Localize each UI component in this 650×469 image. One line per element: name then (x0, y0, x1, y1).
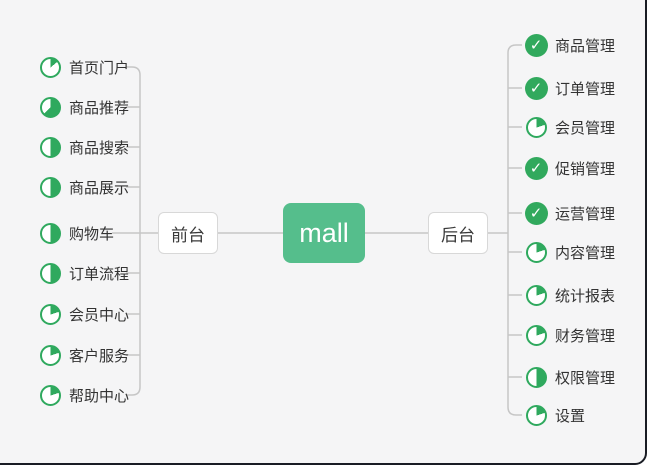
topic-label: 会员中心 (69, 306, 130, 324)
topic-label: 运营管理 (555, 205, 616, 223)
progress-pie-icon (38, 95, 62, 119)
mindmap-topic[interactable]: 财务管理 (524, 323, 615, 347)
progress-pie-icon (38, 343, 62, 367)
mindmap-topic[interactable]: 权限管理 (524, 365, 615, 389)
branch-node-label: 前台 (171, 225, 205, 245)
mindmap-topic[interactable]: 购物车 (38, 221, 114, 245)
check-icon (524, 76, 548, 100)
branch-node-frontend[interactable]: 前台 (158, 212, 218, 254)
progress-pie-icon (38, 302, 62, 326)
branch-node-backend[interactable]: 后台 (428, 212, 488, 254)
mindmap-topic[interactable]: 帮助中心 (38, 383, 129, 407)
progress-pie-icon (524, 115, 548, 139)
progress-pie-icon (38, 383, 62, 407)
mindmap-topic[interactable]: 会员中心 (38, 302, 129, 326)
topic-label: 客户服务 (69, 347, 130, 365)
mindmap-topic[interactable]: 商品管理 (524, 33, 615, 57)
mindmap-topic[interactable]: 会员管理 (524, 115, 615, 139)
topic-label: 权限管理 (555, 369, 616, 387)
topic-label: 商品展示 (69, 179, 130, 197)
root-topic-mall[interactable]: mall (283, 203, 365, 263)
branch-node-label: 后台 (441, 225, 475, 245)
topic-label: 购物车 (69, 225, 115, 243)
progress-pie-icon (524, 323, 548, 347)
mindmap-topic[interactable]: 设置 (524, 403, 585, 427)
progress-pie-icon (524, 403, 548, 427)
check-icon (524, 201, 548, 225)
mindmap-topic[interactable]: 首页门户 (38, 55, 129, 79)
mindmap-topic[interactable]: 促销管理 (524, 156, 615, 180)
mindmap-topic[interactable]: 内容管理 (524, 240, 615, 264)
mindmap-topic[interactable]: 商品推荐 (38, 95, 129, 119)
topic-label: 首页门户 (69, 59, 130, 77)
topic-label: 商品搜索 (69, 139, 130, 157)
mindmap-topic[interactable]: 客户服务 (38, 343, 129, 367)
mindmap-topic[interactable]: 订单管理 (524, 76, 615, 100)
progress-pie-icon (38, 135, 62, 159)
topic-label: 帮助中心 (69, 387, 130, 405)
topic-label: 订单流程 (69, 265, 130, 283)
mindmap-topic[interactable]: 商品搜索 (38, 135, 129, 159)
topic-label: 内容管理 (555, 244, 616, 262)
topic-label: 财务管理 (555, 327, 616, 345)
topic-label: 商品管理 (555, 37, 616, 55)
topic-label: 促销管理 (555, 160, 616, 178)
check-icon (524, 33, 548, 57)
topic-label: 订单管理 (555, 80, 616, 98)
check-icon (524, 156, 548, 180)
progress-pie-icon (524, 365, 548, 389)
progress-pie-icon (38, 175, 62, 199)
mindmap-topic[interactable]: 运营管理 (524, 201, 615, 225)
topic-label: 设置 (555, 407, 586, 425)
mindmap-topic[interactable]: 统计报表 (524, 283, 615, 307)
topic-label: 会员管理 (555, 119, 616, 137)
progress-pie-icon (38, 55, 62, 79)
root-topic-label: mall (299, 217, 349, 248)
topic-label: 商品推荐 (69, 99, 130, 117)
progress-pie-icon (524, 283, 548, 307)
progress-pie-icon (38, 261, 62, 285)
progress-pie-icon (524, 240, 548, 264)
mindmap-topic[interactable]: 订单流程 (38, 261, 129, 285)
progress-pie-icon (38, 221, 62, 245)
topic-label: 统计报表 (555, 287, 616, 305)
mindmap-topic[interactable]: 商品展示 (38, 175, 129, 199)
